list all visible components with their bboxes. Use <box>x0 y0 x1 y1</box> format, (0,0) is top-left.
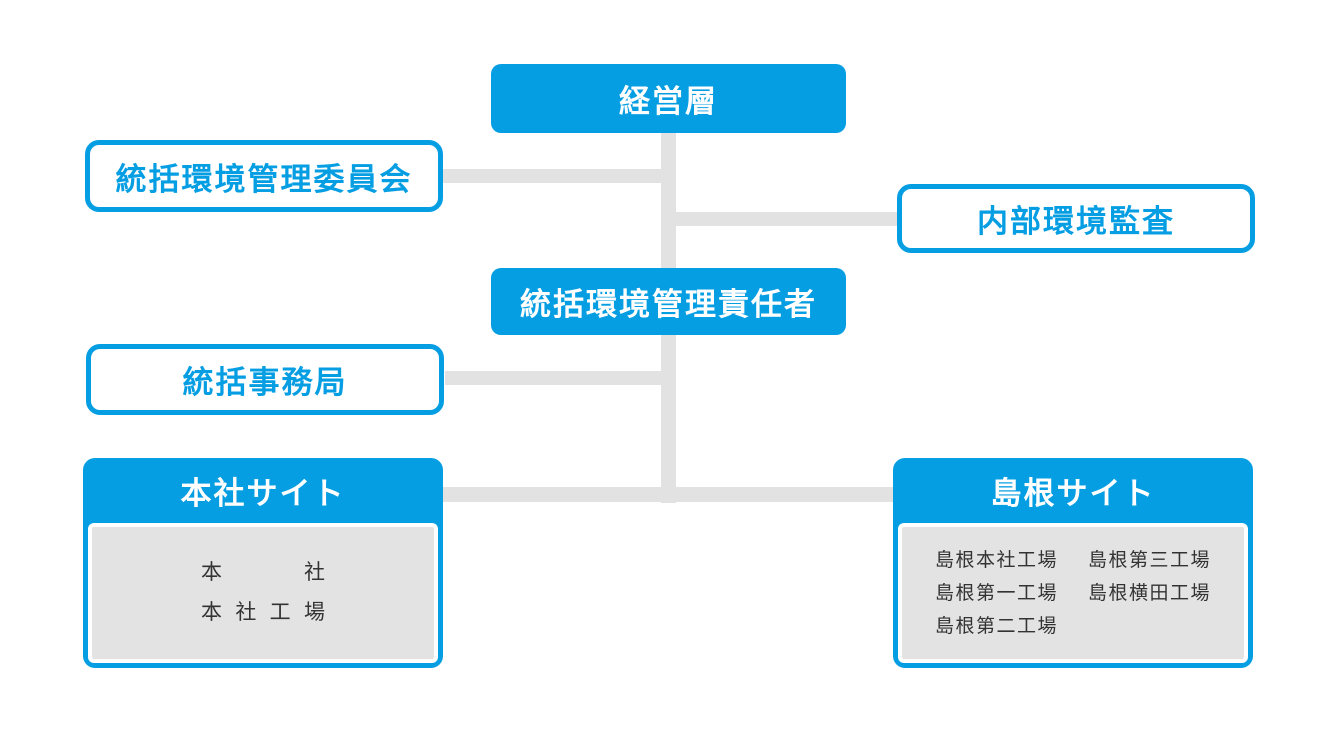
head-office-site-title: 本社サイト <box>180 476 346 511</box>
member-head-office: 本社 <box>201 561 325 584</box>
member-shimane-no3-plant: 島根第三工場 <box>1088 549 1212 571</box>
connector-secretariat-branch <box>445 371 676 385</box>
connector-management-to-chief-manager <box>661 131 676 271</box>
member-head-office-plant: 本社工場 <box>201 601 325 624</box>
connector-internal-audit-branch <box>661 212 897 226</box>
node-shimane-site: 島根サイト 島根本社工場 島根第一工場 島根第二工場 島根第三工場 島根横田工場 <box>893 458 1253 668</box>
member-shimane-no1-plant: 島根第一工場 <box>934 582 1058 604</box>
connector-chief-manager-to-sites <box>661 333 676 503</box>
head-office-site-panel: 本社 本社工場 <box>88 523 438 663</box>
node-internal-audit-label: 内部環境監査 <box>977 204 1175 239</box>
node-committee-label: 統括環境管理委員会 <box>115 161 413 197</box>
member-shimane-honsha-plant: 島根本社工場 <box>934 549 1058 571</box>
member-shimane-yokota-plant: 島根横田工場 <box>1088 582 1212 604</box>
node-chief-manager: 統括環境管理責任者 <box>491 268 846 335</box>
node-management: 経営層 <box>491 64 846 133</box>
node-chief-manager-label: 統括環境管理責任者 <box>520 287 817 322</box>
shimane-members-column-1: 島根本社工場 島根第一工場 島根第二工場 <box>935 544 1058 643</box>
node-head-office-site: 本社サイト 本社 本社工場 <box>83 458 443 668</box>
node-management-label: 経営層 <box>619 84 718 119</box>
shimane-site-panel: 島根本社工場 島根第一工場 島根第二工場 島根第三工場 島根横田工場 <box>898 523 1248 663</box>
node-committee: 統括環境管理委員会 <box>85 140 443 212</box>
node-secretariat-label: 統括事務局 <box>182 365 348 400</box>
connector-committee-branch <box>443 169 676 183</box>
head-office-members: 本社 本社工場 <box>201 553 325 633</box>
shimane-site-title: 島根サイト <box>990 476 1156 511</box>
shimane-members-column-2: 島根第三工場 島根横田工場 <box>1088 544 1211 610</box>
member-shimane-no2-plant: 島根第二工場 <box>934 615 1058 637</box>
node-secretariat: 統括事務局 <box>86 344 444 415</box>
node-internal-audit: 内部環境監査 <box>897 184 1255 253</box>
shimane-members: 島根本社工場 島根第一工場 島根第二工場 島根第三工場 島根横田工場 <box>935 544 1211 643</box>
connector-sites-horizontal <box>443 487 893 502</box>
